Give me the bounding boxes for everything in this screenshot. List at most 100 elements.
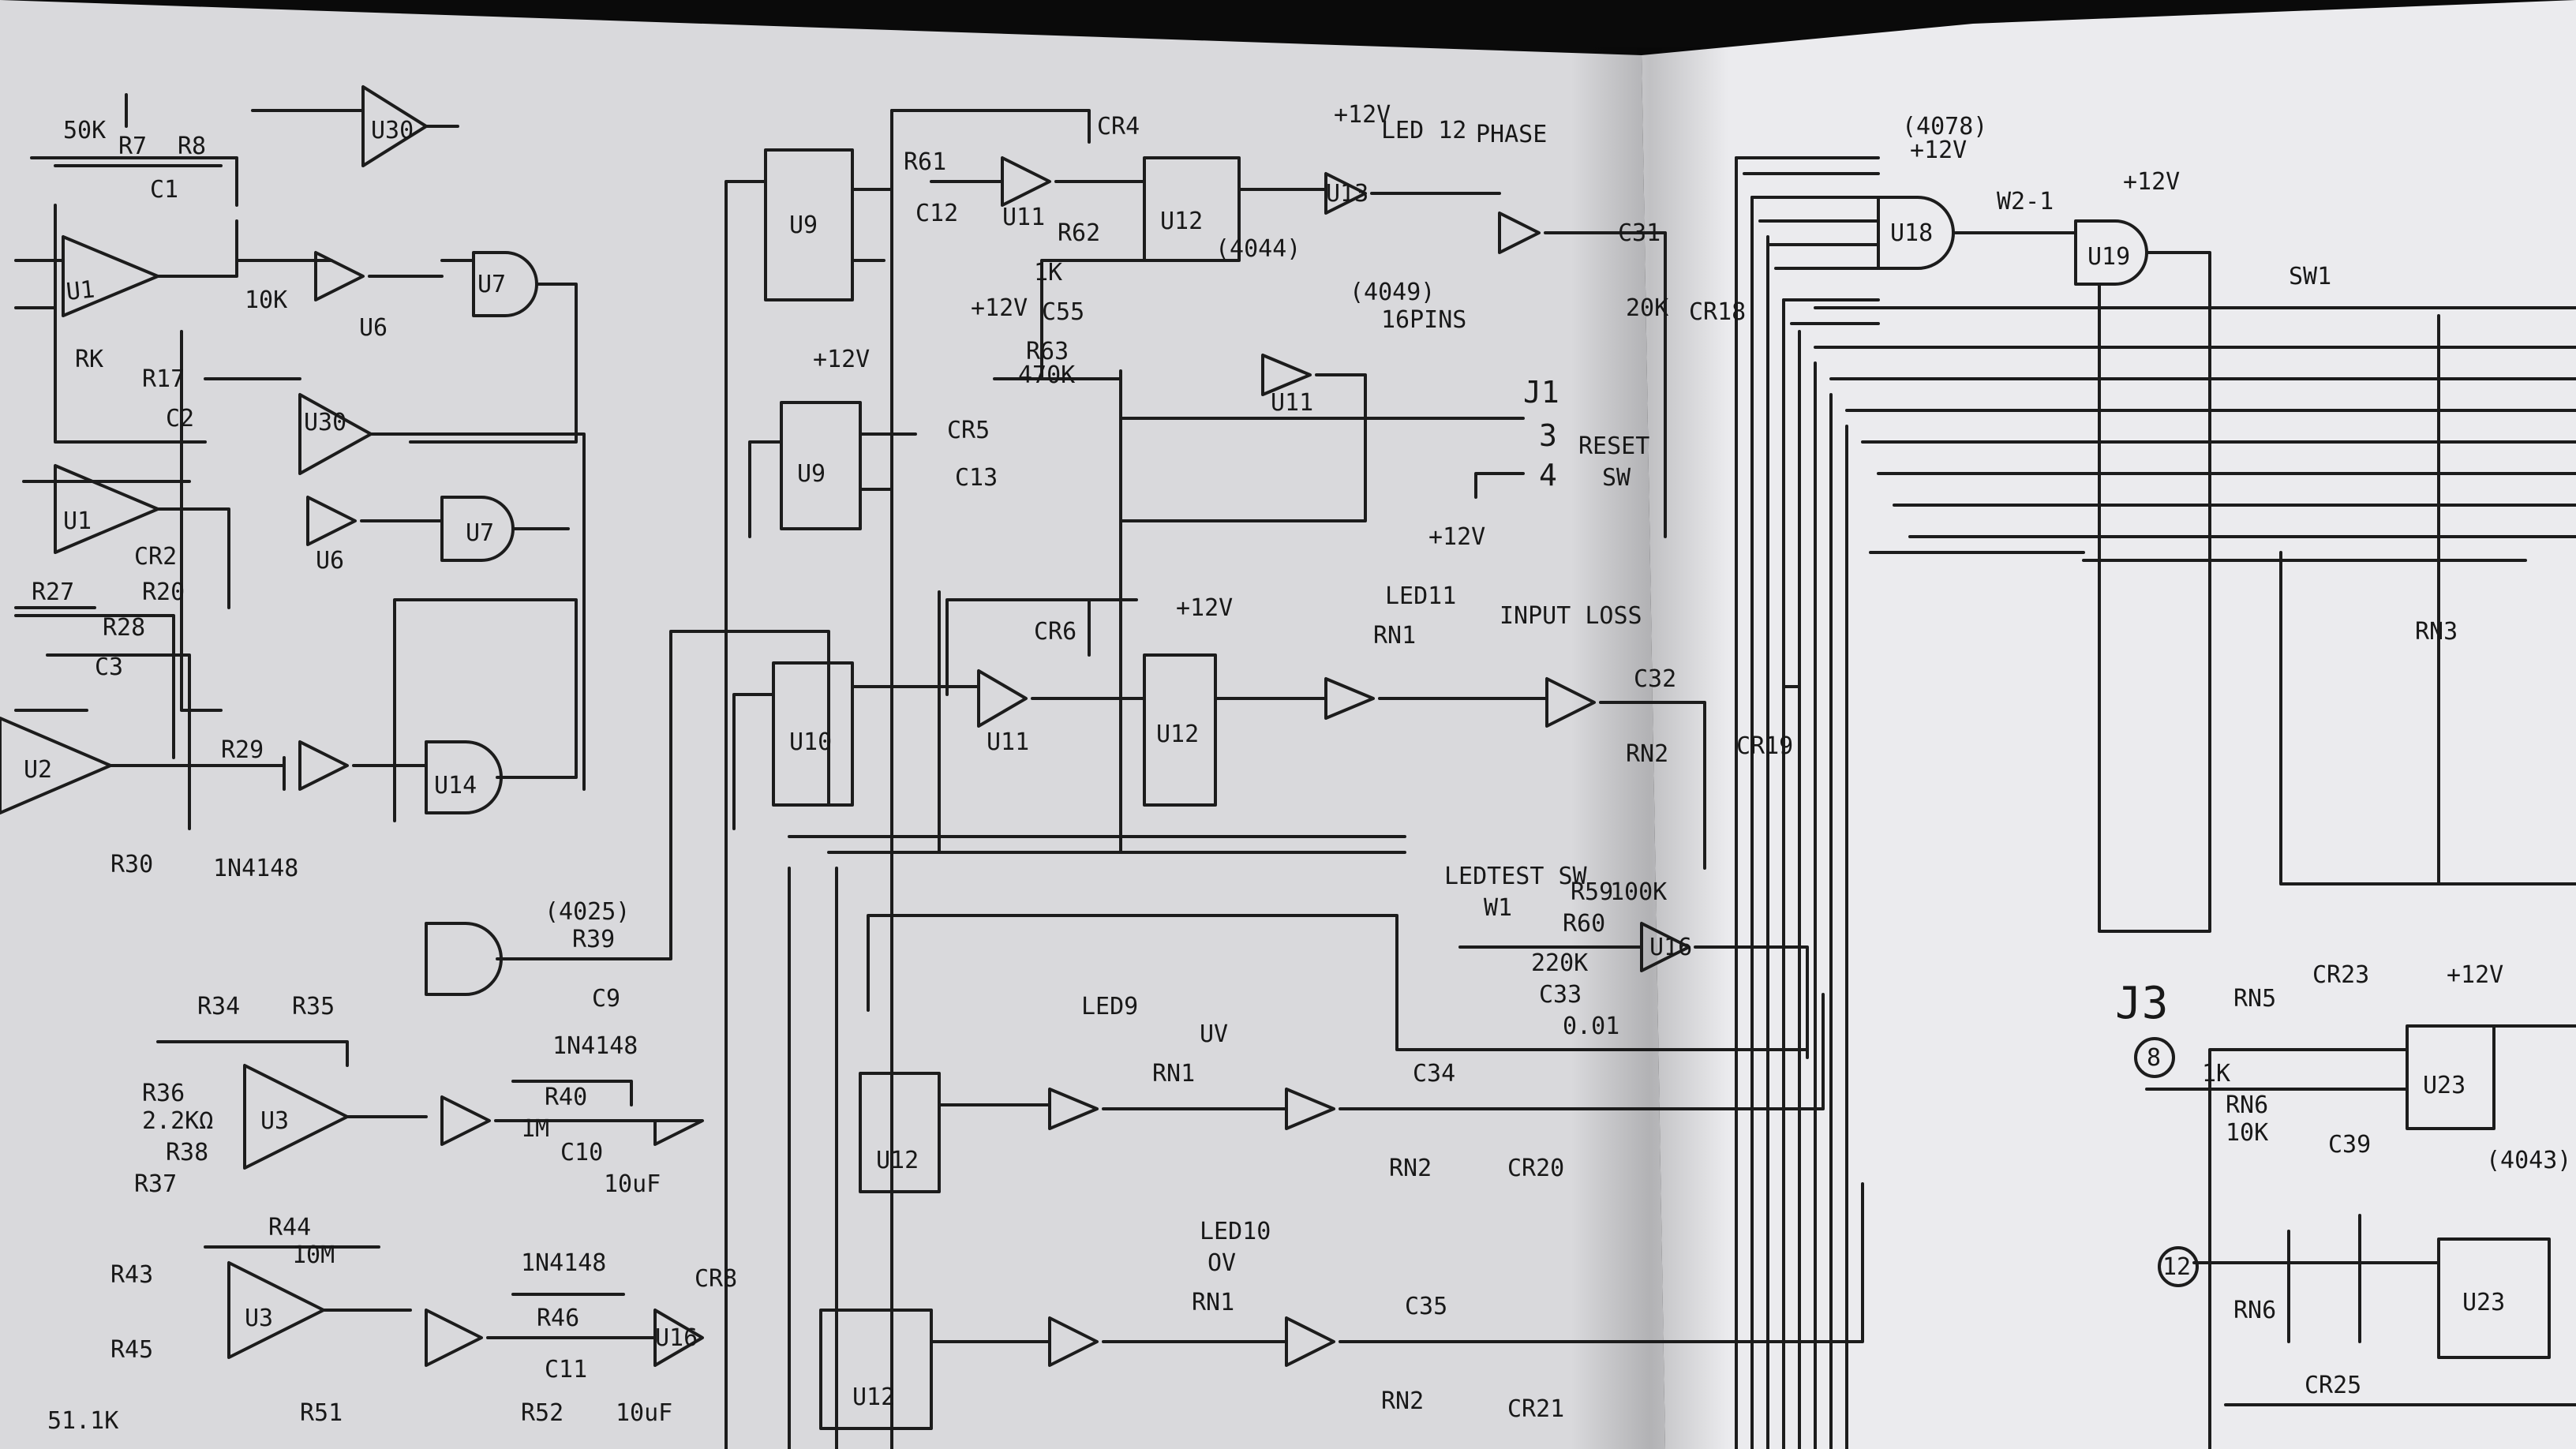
label-12v-d: +12V [1176,594,1233,622]
label-r38: R38 [166,1139,208,1166]
label-u18: U18 [1890,219,1933,247]
label-led12-lbl: PHASE [1476,121,1547,148]
label-cr20: CR20 [1507,1155,1564,1182]
label-16pins: 16PINS [1381,306,1466,334]
label-1m: 1M [521,1115,549,1143]
label-led10-ov: OV [1208,1249,1236,1277]
label-u9a: U9 [789,212,818,239]
label-c9: C9 [592,985,620,1013]
label-cr2: CR2 [134,543,177,571]
label-u1-top: U1 [65,275,96,306]
label-j1-pin3: 3 [1539,418,1557,453]
label-cr8: CR8 [695,1265,737,1293]
label-u12a: U12 [1160,208,1203,235]
schematic-wiring [0,85,2576,1449]
label-u14: U14 [434,772,477,799]
label-u13: U13 [1326,180,1368,208]
label-u3a: U3 [260,1107,289,1135]
label-diode-c: 1N4148 [521,1249,606,1277]
label-w2: W2-1 [1997,188,2054,215]
label-rn2-b: RN2 [1381,1387,1424,1415]
label-c3: C3 [95,653,123,681]
label-r46: R46 [537,1305,579,1332]
label-r34: R34 [197,993,240,1020]
label-rn1-b: RN1 [1152,1060,1195,1088]
label-r44-val: 10M [292,1241,335,1269]
label-r36: R36 [142,1080,185,1107]
label-12v-f: +12V [1910,137,1967,164]
label-r7: R7 [118,133,147,160]
label-50k: 50K [63,117,106,144]
label-rn2-c: RN2 [1626,740,1668,768]
label-51k: 51.1K [47,1407,118,1435]
label-u12d: U12 [852,1383,895,1411]
label-r59: R59 [1571,878,1613,906]
label-u6a: U6 [359,314,388,342]
label-r40: R40 [545,1084,587,1111]
label-10k: 10K [245,286,287,314]
paper-sheet-right [1642,0,2576,1449]
label-r62-val: 1K [1034,259,1062,286]
label-cr18: CR18 [1689,298,1746,326]
label-r60-val: 220K [1531,949,1588,977]
label-u30b: U30 [304,409,346,436]
label-12v-g: +12V [2123,168,2180,196]
label-cr25: CR25 [2305,1372,2361,1399]
label-rn5: RN5 [2233,985,2276,1013]
label-c2: C2 [166,405,194,432]
label-c13: C13 [955,464,998,492]
label-c11: C11 [545,1356,587,1383]
label-u12b: U12 [1156,721,1199,748]
label-rk: RK [75,346,103,373]
label-u11b: U11 [1271,389,1313,417]
label-12v-c: +12V [813,346,870,373]
label-r45: R45 [110,1336,153,1364]
label-cr19: CR19 [1736,732,1793,760]
label-12v-a: +12V [1334,101,1391,129]
label-led11: LED11 [1385,582,1456,610]
label-cr23: CR23 [2312,961,2369,989]
label-u11a: U11 [1002,204,1045,231]
label-20k: 20K [1626,294,1668,322]
label-u6b: U6 [316,547,344,575]
label-u16a: U16 [1649,934,1692,961]
label-u7a: U7 [477,271,506,298]
label-led9: LED9 [1081,993,1138,1020]
label-12v-e: +12V [1428,523,1485,551]
label-u19: U19 [2087,243,2130,271]
label-c32: C32 [1634,665,1676,693]
label-1k: 1K [2202,1060,2230,1088]
label-r60: R60 [1563,910,1605,938]
label-r61: R61 [904,148,946,176]
label-j3: J3 [2115,978,2168,1029]
label-u2: U2 [24,756,52,784]
label-u12c: U12 [876,1147,919,1174]
label-r51: R51 [300,1399,343,1427]
label-rn2-a: RN2 [1389,1155,1432,1182]
label-10k-b: 10K [2226,1119,2268,1147]
label-r28: R28 [103,614,145,642]
label-j1-sw: SW [1602,464,1631,492]
label-c33-val: 0.01 [1563,1013,1619,1040]
label-rn6-b: RN6 [2233,1297,2276,1324]
label-j1-reset: RESET [1578,432,1649,460]
label-c55: C55 [1042,298,1084,326]
label-rn1-a: RN1 [1373,622,1416,650]
label-u23a: U23 [2423,1072,2466,1099]
label-j3-pin8: 8 [2147,1044,2161,1072]
label-u23b: U23 [2462,1289,2505,1316]
label-cr5: CR5 [947,417,990,444]
label-r44: R44 [268,1214,311,1241]
label-ledtest: LEDTEST SW [1444,863,1588,890]
label-r52: R52 [521,1399,564,1427]
label-r37: R37 [134,1170,177,1198]
label-12v-b: +12V [971,294,1028,322]
label-r27: R27 [32,578,74,606]
label-r59-val: 100K [1610,878,1667,906]
label-c12: C12 [915,200,958,227]
label-u16b: U16 [655,1324,698,1352]
label-rn6-a: RN6 [2226,1091,2268,1119]
label-r17: R17 [142,365,185,393]
label-rn1-c: RN1 [1192,1289,1234,1316]
label-c10-val: 10uF [604,1170,661,1198]
